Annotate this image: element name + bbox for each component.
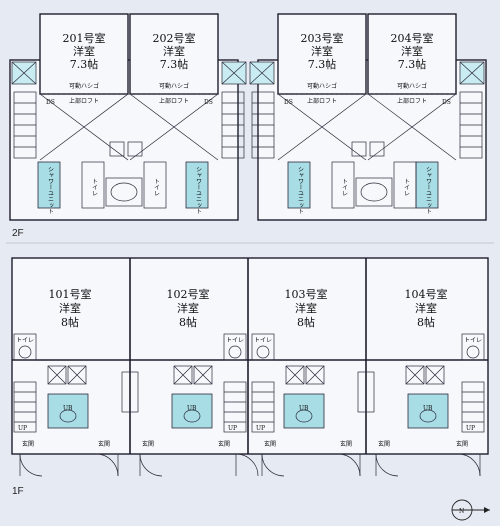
room-201-type: 洋室	[73, 44, 95, 58]
room-204-top	[367, 13, 457, 95]
room-203-top	[277, 13, 367, 95]
up-label-101: UP	[18, 425, 27, 432]
room-103-name: 103号室	[285, 287, 328, 301]
loft-label-204: 上部ロフト	[397, 97, 427, 105]
toilet-label-204: トイレ	[403, 178, 410, 196]
shower-label-201: シャワーユニット	[47, 166, 54, 214]
floor-2f: 201号室 洋室 7.3帖 202号室 洋室 7.3帖 203号室 洋室 7.3…	[9, 13, 487, 239]
loft-label-203: 上部ロフト	[307, 97, 337, 105]
room-201-size: 7.3帖	[70, 58, 99, 71]
room-203-type: 洋室	[311, 44, 333, 58]
entrance-label-103b: 玄関	[264, 440, 276, 448]
ladder-label-202: 可動ハシゴ	[159, 82, 189, 90]
2f-storage-boxes	[11, 61, 485, 85]
ds-label-2: DS	[204, 99, 213, 106]
room-101-name: 101号室	[49, 287, 92, 301]
toilet-label-203: トイレ	[341, 178, 348, 196]
ub-label-104: UB	[423, 405, 433, 412]
1f-toilets	[13, 333, 485, 361]
room-204-type: 洋室	[401, 44, 423, 58]
up-label-103: UP	[256, 425, 265, 432]
ladder-label-204: 可動ハシゴ	[397, 82, 427, 90]
ds-label-3: DS	[284, 99, 293, 106]
shower-label-202: シャワーユニット	[195, 166, 202, 214]
room-102-size: 8帖	[179, 316, 197, 329]
room-201-name: 201号室	[63, 31, 106, 45]
room-102-type: 洋室	[177, 301, 199, 315]
2f-stairs	[13, 91, 483, 159]
1f-bath-units	[47, 393, 449, 429]
loft-label-201: 上部ロフト	[69, 97, 99, 105]
room-204-size: 7.3帖	[398, 58, 427, 71]
shower-label-203: シャワーユニット	[297, 166, 304, 214]
room-203-size: 7.3帖	[308, 58, 337, 71]
floor-1f: 101号室 洋室 8帖 102号室 洋室 8帖 103号室 洋室 8帖 104号…	[11, 257, 489, 497]
toilet-label-104: トイレ	[464, 337, 482, 344]
ladder-label-203: 可動ハシゴ	[307, 82, 337, 90]
1f-storage-boxes	[47, 365, 445, 413]
room-202-type: 洋室	[163, 44, 185, 58]
room-202-name: 202号室	[153, 31, 196, 45]
ub-label-103: UB	[299, 405, 309, 412]
2f-room-labels: 201号室 洋室 7.3帖 202号室 洋室 7.3帖 203号室 洋室 7.3…	[46, 31, 451, 214]
toilet-label-202: トイレ	[153, 178, 160, 196]
entrance-label-102a: 玄関	[98, 440, 110, 448]
ub-label-101: UB	[63, 405, 73, 412]
compass-icon: N	[451, 499, 490, 521]
1f-stairs	[13, 381, 485, 433]
room-102-name: 102号室	[167, 287, 210, 301]
floor-label-1f: 1F	[12, 486, 24, 497]
room-203-name: 203号室	[301, 31, 344, 45]
toilet-label-201: トイレ	[91, 178, 98, 196]
toilet-label-101: トイレ	[16, 337, 34, 344]
ds-label-4: DS	[442, 99, 451, 106]
ub-label-102: UB	[187, 405, 197, 412]
2f-loft-crosses	[39, 93, 457, 161]
ladder-label-201: 可動ハシゴ	[69, 82, 99, 90]
1f-doors	[19, 453, 481, 477]
loft-label-202: 上部ロフト	[159, 97, 189, 105]
entrance-label-104c: 玄関	[456, 440, 468, 448]
1f-room-labels: 101号室 洋室 8帖 102号室 洋室 8帖 103号室 洋室 8帖 104号…	[16, 287, 482, 448]
room-104-type: 洋室	[415, 301, 437, 315]
toilet-label-102: トイレ	[226, 337, 244, 344]
room-204-name: 204号室	[391, 31, 434, 45]
room-103-size: 8帖	[297, 316, 315, 329]
up-label-104: UP	[466, 425, 475, 432]
shower-label-204: シャワーユニット	[425, 166, 432, 214]
floor-label-2f: 2F	[12, 228, 24, 239]
room-103-type: 洋室	[295, 301, 317, 315]
room-202-top	[129, 13, 219, 95]
room-202-size: 7.3帖	[160, 58, 189, 71]
room-101-size: 8帖	[61, 316, 79, 329]
entrance-label-103a: 玄関	[218, 440, 230, 448]
2f-wet-core	[81, 141, 417, 209]
entrance-label-102b: 玄関	[142, 440, 154, 448]
up-label-102: UP	[228, 425, 237, 432]
compass-label: N	[459, 508, 464, 515]
room-104-size: 8帖	[417, 316, 435, 329]
entrance-label-101: 玄関	[22, 440, 34, 448]
entrance-label-104a: 玄関	[340, 440, 352, 448]
entrance-label-104b: 玄関	[378, 440, 390, 448]
ds-label-1: DS	[46, 99, 55, 106]
room-104-name: 104号室	[405, 287, 448, 301]
toilet-label-103: トイレ	[254, 337, 272, 344]
room-101-type: 洋室	[59, 301, 81, 315]
room-201-top	[39, 13, 129, 95]
2f-shower-units	[37, 161, 439, 209]
